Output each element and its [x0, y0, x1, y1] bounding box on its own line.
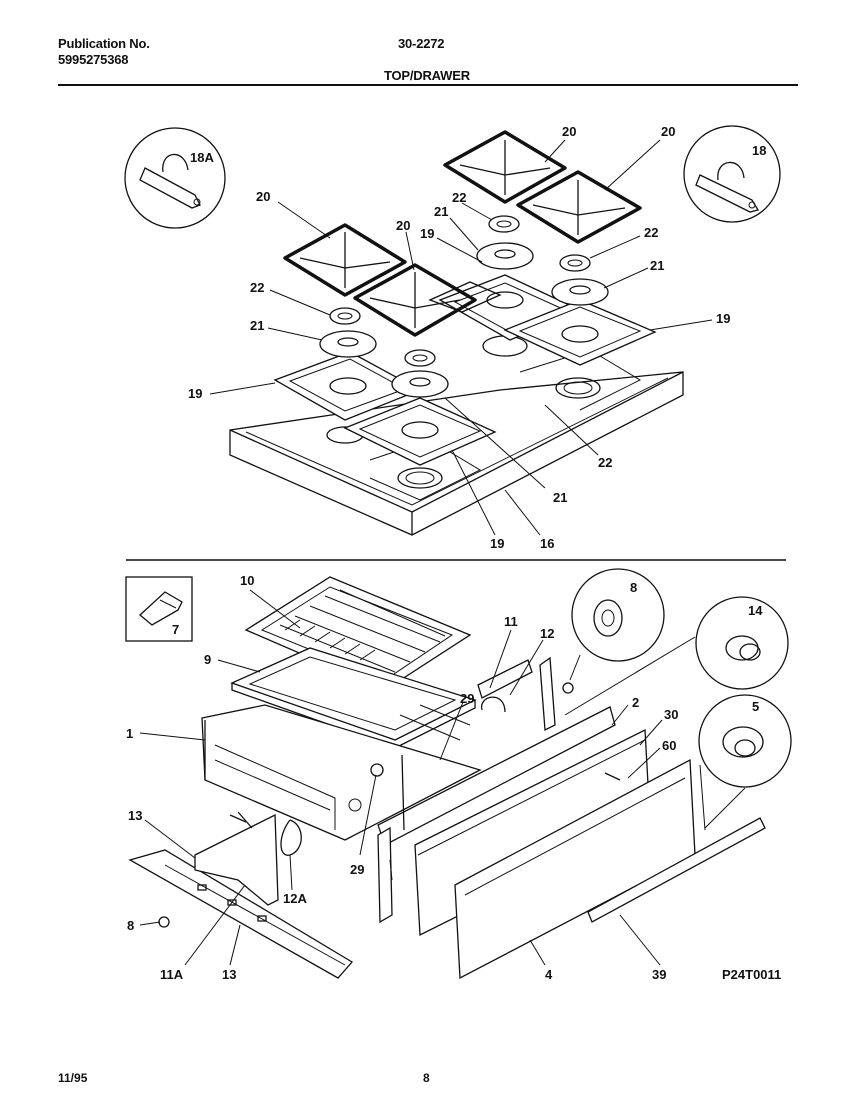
callout-19: 19: [420, 226, 434, 241]
inset-part-14: [695, 596, 789, 690]
callout-10: 10: [240, 573, 254, 588]
burner-grate-right-rear: [443, 130, 567, 204]
callout-16: 16: [540, 536, 554, 551]
footer-date: 11/95: [58, 1071, 88, 1085]
callout-21: 21: [250, 318, 264, 333]
burner-gasket-rear-left: [343, 397, 497, 466]
burner-grate-left-rear: [283, 223, 407, 297]
drawer-rail: [128, 849, 354, 979]
callout-11: 11: [504, 614, 518, 629]
callout-22: 22: [452, 190, 466, 205]
callout-29: 29: [350, 862, 364, 877]
callout-20: 20: [661, 124, 675, 139]
callout-22: 22: [250, 280, 264, 295]
callout-21: 21: [650, 258, 664, 273]
rear-bracket: [477, 656, 556, 732]
callout-labels: 18A 18 20 20 20 20 22 22 22 22 21 21 21 …: [126, 124, 781, 982]
inset-part-5: [698, 694, 792, 788]
callout-8: 8: [127, 918, 134, 933]
inset-part-8: [571, 568, 665, 662]
callout-1: 1: [126, 726, 133, 741]
callout-19: 19: [490, 536, 504, 551]
publication-number: 5995275368: [58, 52, 129, 67]
inset-part-7: [125, 576, 193, 642]
callout-22: 22: [644, 225, 658, 240]
callout-20: 20: [256, 189, 270, 204]
callout-12: 12: [540, 626, 554, 641]
callout-19: 19: [716, 311, 730, 326]
inset-part-18A: [124, 127, 226, 229]
burner-grate-center: [428, 281, 502, 313]
inset-part-18: [683, 125, 781, 223]
side-bracket: [194, 811, 302, 906]
section-title: TOP/DRAWER: [384, 68, 470, 83]
callout-22: 22: [598, 455, 612, 470]
footer-page-number: 8: [423, 1071, 430, 1085]
top-leader-lines: [209, 139, 713, 536]
publication-label: Publication No.: [58, 36, 150, 51]
document-code: 30-2272: [398, 36, 445, 51]
callout-12A: 12A: [283, 891, 307, 906]
callout-29: 29: [460, 691, 474, 706]
burner-cap-set: [329, 215, 591, 367]
callout-13: 13: [222, 967, 236, 982]
callout-19: 19: [188, 386, 202, 401]
bottom-leader-lines: [139, 589, 746, 966]
callout-4: 4: [545, 967, 553, 982]
callout-18A: 18A: [190, 150, 214, 165]
burner-gasket-rear-right: [503, 299, 657, 366]
callout-14: 14: [748, 603, 763, 618]
callout-2: 2: [632, 695, 639, 710]
callout-21: 21: [553, 490, 567, 505]
drawing-id: P24T0011: [722, 967, 781, 982]
cooktop-main-top: [229, 335, 684, 536]
drawer-front-frame: [377, 706, 616, 924]
callout-11A: 11A: [160, 967, 184, 982]
callout-18: 18: [752, 143, 766, 158]
callout-60: 60: [662, 738, 676, 753]
callout-13: 13: [128, 808, 142, 823]
callout-21: 21: [434, 204, 448, 219]
callout-20: 20: [562, 124, 576, 139]
callout-20: 20: [396, 218, 410, 233]
callout-8: 8: [630, 580, 637, 595]
callout-9: 9: [204, 652, 211, 667]
burner-grate-right-front: [516, 170, 642, 244]
burner-grate-left-front: [353, 263, 477, 337]
header-rule: [58, 84, 798, 86]
callout-5: 5: [752, 699, 759, 714]
callout-30: 30: [664, 707, 678, 722]
callout-7: 7: [172, 622, 179, 637]
callout-39: 39: [652, 967, 666, 982]
drawer-body: [201, 704, 482, 841]
broiler-pan: [230, 647, 477, 749]
trim-strip: [587, 817, 766, 923]
burner-head-set: [319, 242, 609, 398]
